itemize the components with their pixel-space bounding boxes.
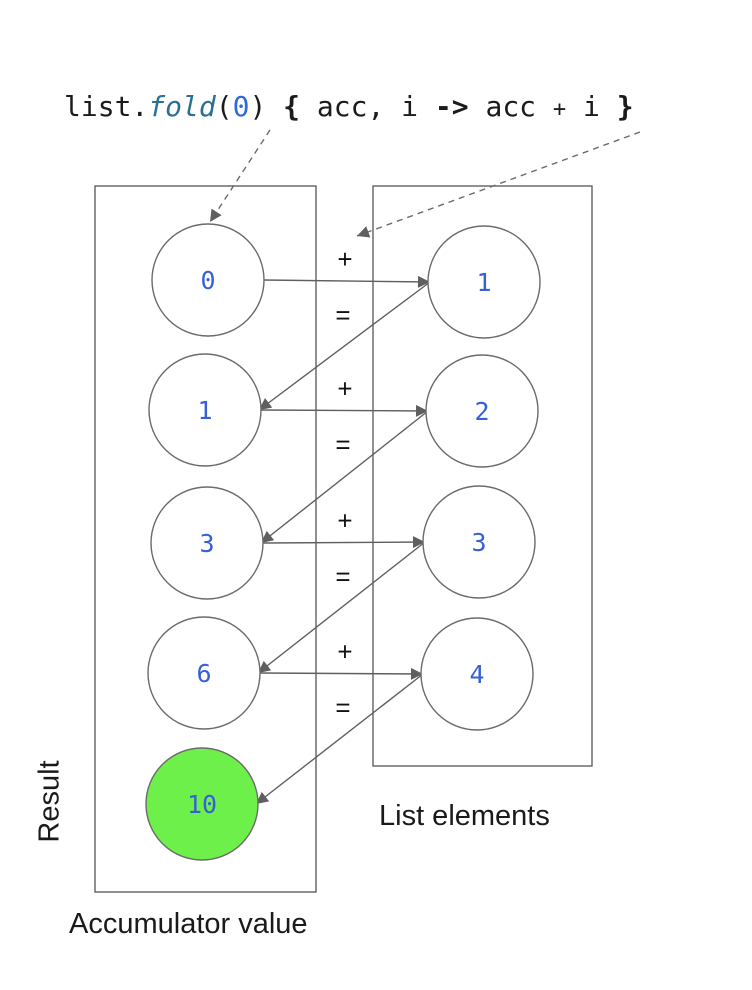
code-arrow: -> [434,90,469,123]
accumulator-node [150,486,264,600]
code-open-brace: { [283,90,301,123]
accumulator-value: 0 [200,266,215,295]
code-close-brace: } [616,90,634,123]
accumulator-node [148,353,262,467]
add-arrow [259,667,424,680]
list-element-node [425,354,539,468]
code-params: acc, i [300,90,435,123]
result-arrow [258,281,431,411]
result-arrow [257,541,426,674]
list-element-value: 4 [469,660,484,689]
accumulator-node [151,223,265,337]
plus-operator: + [337,637,352,667]
equals-operator: = [335,693,350,723]
accumulator-column-box [94,185,317,893]
plus-operator: + [337,244,352,274]
plus-operator: + [337,374,352,404]
list-elements-label: List elements [379,800,550,832]
operator-labels: + = + = + = + = [335,244,352,723]
plus-operator: + [337,506,352,536]
list-element-node [420,617,534,731]
accumulator-node [147,616,261,730]
result-arrow [255,673,424,805]
result-label: Result [33,760,66,843]
initial-value-pointer [209,129,271,223]
add-arrow [262,536,426,549]
list-column-box [372,185,593,767]
equals-operator: = [335,300,350,330]
add-arrow [260,404,429,417]
list-element-node [422,485,536,599]
code-initial-value: 0 [232,90,250,123]
accumulator-label: Accumulator value [69,908,308,940]
element-pointer [356,131,641,238]
accumulator-value: 6 [196,659,211,688]
result-value: 10 [187,790,217,819]
add-arrow [263,275,431,288]
accumulator-value: 1 [197,396,212,425]
equals-operator: = [335,562,350,592]
code-open-paren: ( [215,90,233,123]
code-function-name: fold [148,90,216,123]
list-element-value: 3 [471,528,486,557]
list-element-value: 1 [476,268,491,297]
code-snippet: list.fold(0) { acc, i -> acc + i } [64,80,634,134]
code-receiver: list. [64,90,149,123]
code-close-paren: ) [249,90,267,123]
accumulator-value: 3 [199,529,214,558]
code-plus: + [552,97,567,122]
list-element-value: 2 [474,397,489,426]
result-node [145,747,259,861]
accumulator-nodes: 0 1 3 6 10 [145,223,265,861]
code-body-left: acc [468,90,553,123]
flow-arrows [255,275,431,805]
code-body-right: i [566,90,617,123]
list-nodes: 1 2 3 4 [420,225,541,731]
result-arrow [260,410,429,544]
list-element-node [427,225,541,339]
equals-operator: = [335,430,350,460]
